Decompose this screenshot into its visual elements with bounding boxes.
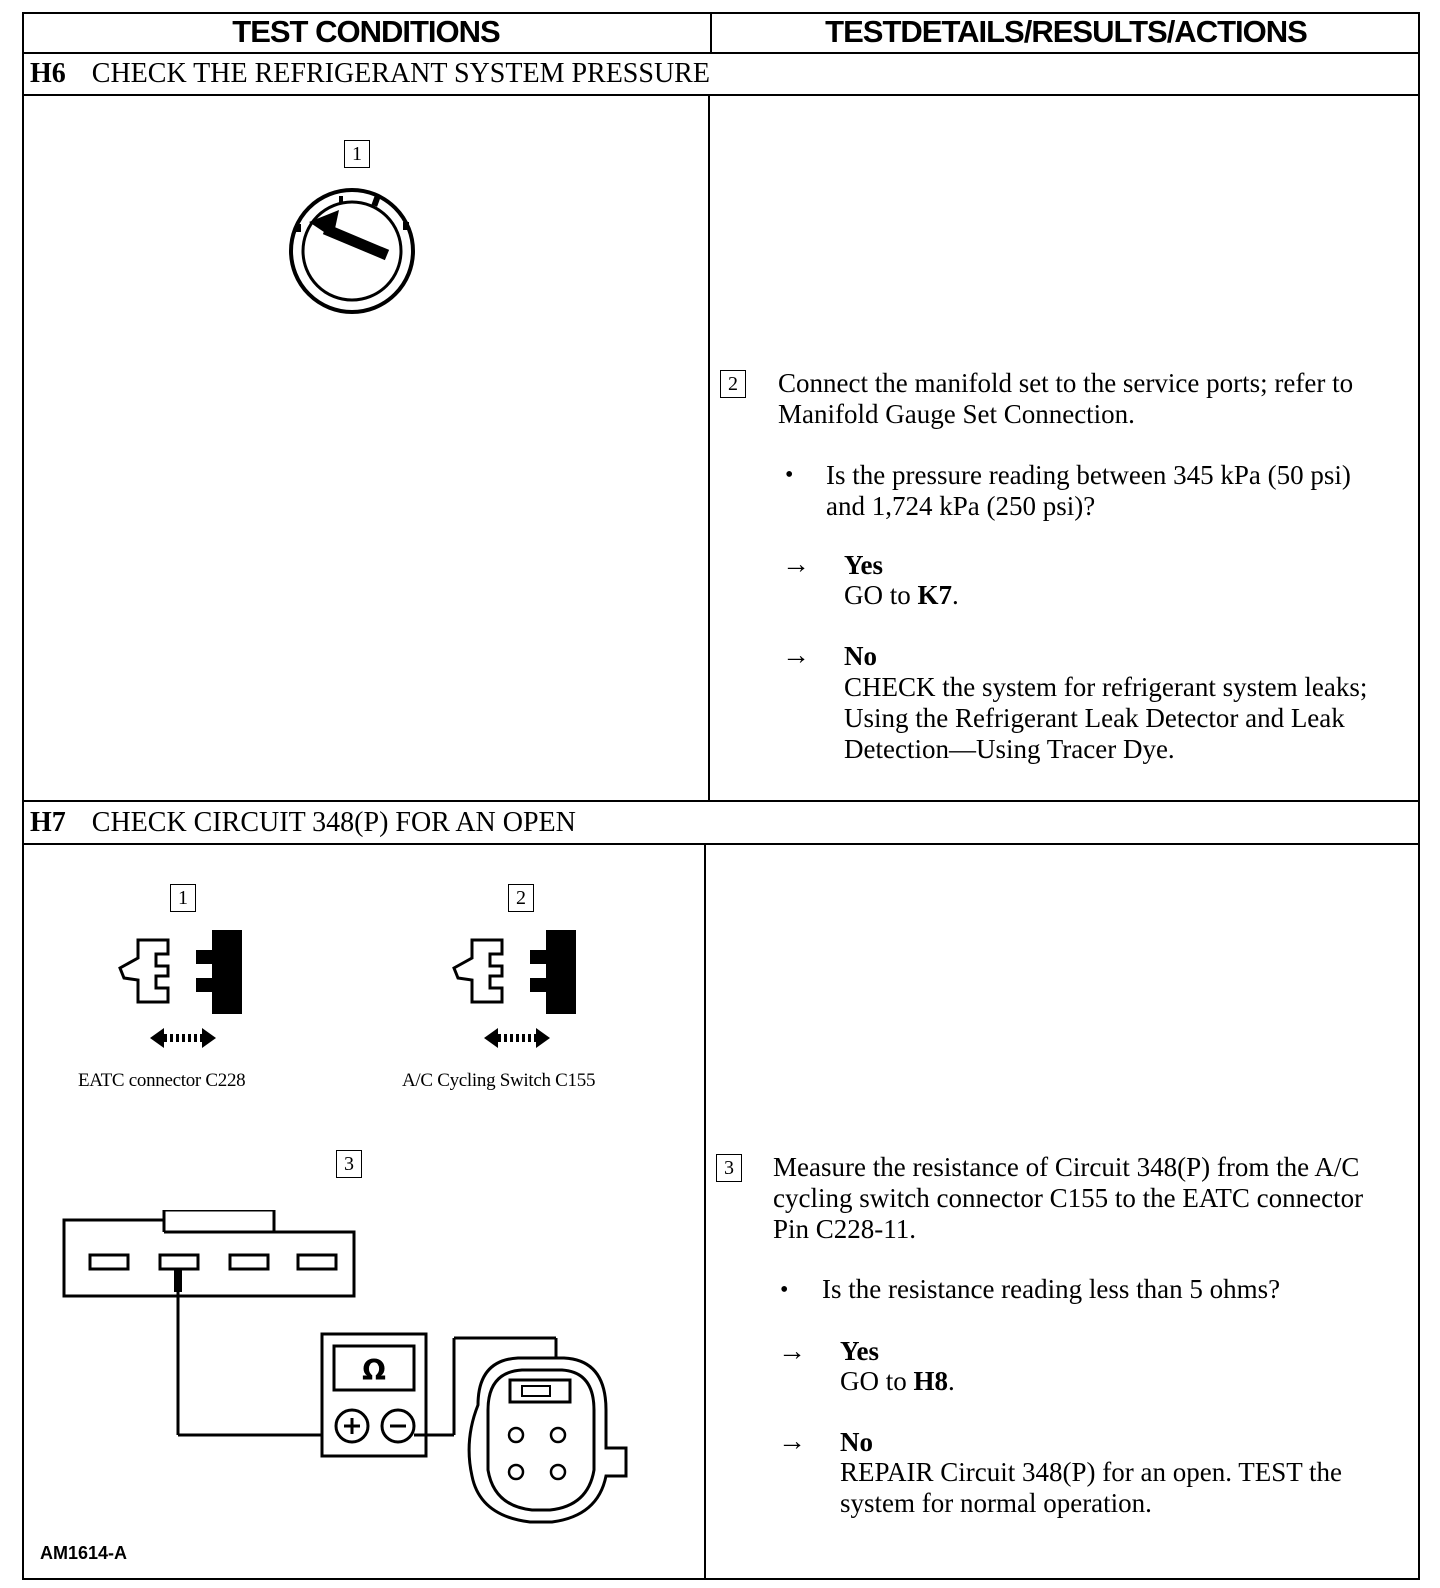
divider-h6 [708, 94, 710, 800]
section-title: CHECK THE REFRIGERANT SYSTEM PRESSURE [91, 58, 710, 89]
ohm-symbol: Ω [362, 1354, 386, 1387]
ohmmeter-measurement-diagram: Ω [62, 1210, 628, 1524]
divider-h7 [704, 843, 706, 1580]
no-label: No [840, 1427, 873, 1457]
figure-step-marker: 2 [508, 884, 534, 912]
connector-disconnect-icon [118, 930, 242, 1048]
yes-action-text: GO to [844, 580, 911, 610]
section-id: H7 [30, 806, 66, 838]
bullet-icon: • [785, 462, 794, 488]
rule-header [22, 52, 1420, 54]
step-question: Is the resistance reading less than 5 oh… [822, 1274, 1281, 1304]
step-question: Is the pressure reading between 345 kPa … [826, 460, 1351, 521]
col-heading-test-conditions: TEST CONDITIONS [232, 14, 500, 49]
arrow-right-icon: → [782, 549, 810, 580]
procedure-table [22, 12, 1420, 1580]
bullet-icon: • [780, 1277, 789, 1303]
rule-h7-title [22, 843, 1420, 845]
yes-action: GO to K7. [844, 580, 959, 610]
section-heading-h7: H7 CHECK CIRCUIT 348(P) FOR AN OPEN [30, 802, 576, 843]
col-heading-test-details: TESTDETAILS/RESULTS/ACTIONS [825, 14, 1308, 49]
section-title: CHECK CIRCUIT 348(P) FOR AN OPEN [91, 806, 576, 838]
yes-action-text: GO to [840, 1366, 907, 1396]
yes-label: Yes [844, 550, 883, 580]
rule-h6-title [22, 94, 1420, 96]
no-action: CHECK the system for refrigerant system … [844, 672, 1368, 764]
arrow-right-icon: → [778, 1336, 806, 1367]
ignition-switch-icon [289, 188, 415, 314]
step-instruction: Measure the resistance of Circuit 348(P)… [773, 1152, 1364, 1244]
figure-caption: A/C Cycling Switch C155 [402, 1070, 596, 1091]
divider-header [710, 12, 712, 52]
section-heading-h6: H6 CHECK THE REFRIGERANT SYSTEM PRESSURE [30, 54, 710, 94]
figure-id: AM1614-A [40, 1543, 128, 1563]
figure-caption: EATC connector C228 [78, 1070, 246, 1091]
arrow-right-icon: → [778, 1426, 806, 1457]
step-marker: 2 [720, 370, 746, 398]
connector-disconnect-icon [452, 930, 576, 1048]
rule-h7-start [22, 800, 1420, 802]
step-instruction: Connect the manifold set to the service … [778, 368, 1354, 429]
no-action: REPAIR Circuit 348(P) for an open. TEST … [840, 1457, 1342, 1518]
figure-step-marker: 1 [344, 140, 370, 168]
figure-step-marker: 3 [336, 1150, 362, 1178]
arrow-right-icon: → [782, 640, 810, 671]
yes-label: Yes [840, 1336, 879, 1366]
yes-target: K7 [917, 580, 953, 610]
section-id: H6 [30, 58, 66, 89]
yes-action: GO to H8. [840, 1366, 955, 1396]
no-label: No [844, 641, 877, 671]
figure-step-marker: 1 [170, 884, 196, 912]
step-marker: 3 [716, 1154, 742, 1182]
yes-target: H8 [913, 1366, 949, 1396]
